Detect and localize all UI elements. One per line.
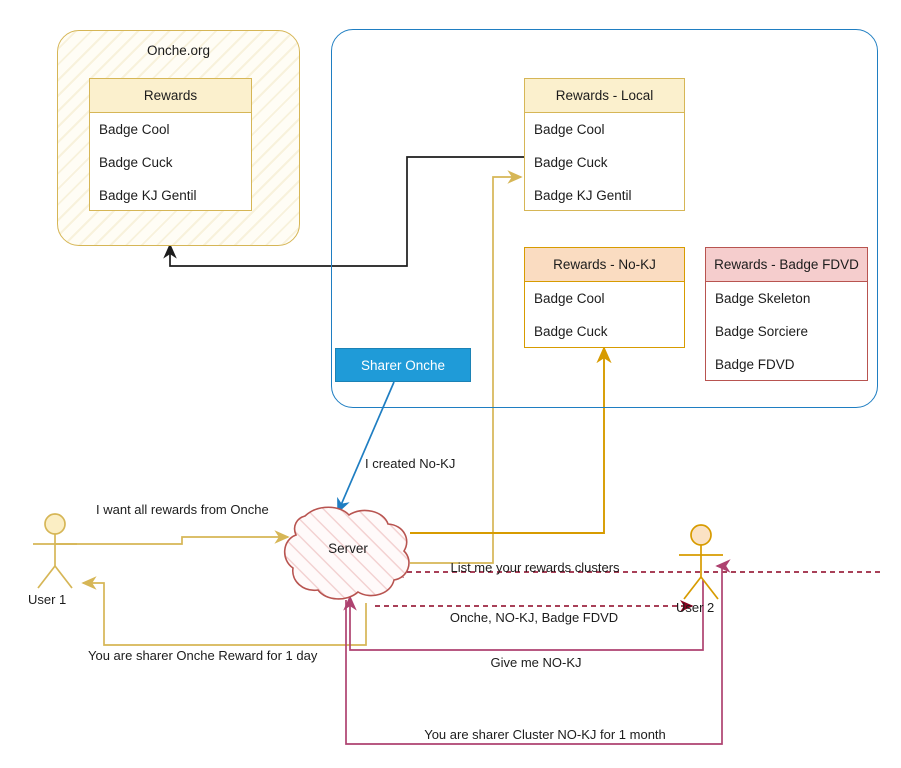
actor-user-1-label: User 1	[28, 592, 67, 607]
box-rewards-nokj-header: Rewards - No-KJ	[525, 248, 684, 282]
box-rewards-local[interactable]: Rewards - Local Badge Cool Badge Cuck Ba…	[524, 78, 685, 211]
actor-user-1	[33, 513, 77, 589]
actor-user-2-label: User 2	[676, 600, 715, 615]
box-rewards-nokj-body: Badge Cool Badge Cuck	[525, 282, 684, 348]
box-rewards-badge-fdvd[interactable]: Rewards - Badge FDVD Badge Skeleton Badg…	[705, 247, 868, 381]
edge-server-sharer-cluster	[345, 559, 731, 745]
box-rewards-badge-fdvd-header: Rewards - Badge FDVD	[706, 248, 867, 282]
label-give-me-nokj: Give me NO-KJ	[490, 655, 582, 670]
box-row: Badge Skeleton	[715, 291, 811, 306]
box-row: Badge Sorciere	[715, 324, 809, 339]
server-label: Server	[328, 541, 368, 556]
box-row: Badge FDVD	[715, 357, 795, 372]
edge-server-to-nokj	[410, 346, 612, 534]
edge-user2-give-nokj	[343, 580, 704, 651]
edge-user1-to-server	[55, 530, 290, 545]
box-row: Badge Cuck	[534, 155, 608, 170]
box-rewards-onche[interactable]: Rewards Badge Cool Badge Cuck Badge KJ G…	[89, 78, 252, 211]
box-row: Badge Cool	[534, 291, 605, 306]
edge-sharer-to-server	[337, 381, 395, 514]
container-onche-title: Onche.org	[146, 43, 211, 58]
label-sharer-onche-reward: You are sharer Onche Reward for 1 day	[88, 648, 318, 663]
box-rewards-nokj[interactable]: Rewards - No-KJ Badge Cool Badge Cuck	[524, 247, 685, 348]
actor-user-2	[679, 524, 723, 600]
label-list-clusters: List me your rewards clusters	[450, 560, 620, 575]
box-row: Badge KJ Gentil	[99, 188, 197, 203]
edge-server-to-local	[410, 170, 523, 564]
server-cloud	[283, 506, 410, 600]
box-row: Badge Cool	[99, 122, 170, 137]
label-sharer-cluster-nokj: You are sharer Cluster NO-KJ for 1 month	[424, 727, 666, 742]
label-want-all-rewards: I want all rewards from Onche	[96, 502, 269, 517]
label-created-nokj: I created No-KJ	[365, 456, 456, 471]
box-rewards-local-body: Badge Cool Badge Cuck Badge KJ Gentil	[525, 113, 684, 212]
box-row: Badge KJ Gentil	[534, 188, 632, 203]
box-rewards-badge-fdvd-body: Badge Skeleton Badge Sorciere Badge FDVD	[706, 282, 867, 381]
box-row: Badge Cuck	[534, 324, 608, 339]
box-row: Badge Cuck	[99, 155, 173, 170]
container-cluster	[331, 29, 878, 408]
box-rewards-local-header: Rewards - Local	[525, 79, 684, 113]
box-rewards-onche-body: Badge Cool Badge Cuck Badge KJ Gentil	[90, 113, 251, 212]
edge-server-to-user1	[81, 576, 367, 646]
box-row: Badge Cool	[534, 122, 605, 137]
sharer-onche-label: Sharer Onche	[360, 357, 446, 373]
sharer-onche-box[interactable]: Sharer Onche	[335, 348, 471, 382]
edge-local-to-onche	[163, 156, 524, 267]
box-rewards-onche-header: Rewards	[90, 79, 251, 113]
label-clusters-answer: Onche, NO-KJ, Badge FDVD	[449, 610, 619, 625]
